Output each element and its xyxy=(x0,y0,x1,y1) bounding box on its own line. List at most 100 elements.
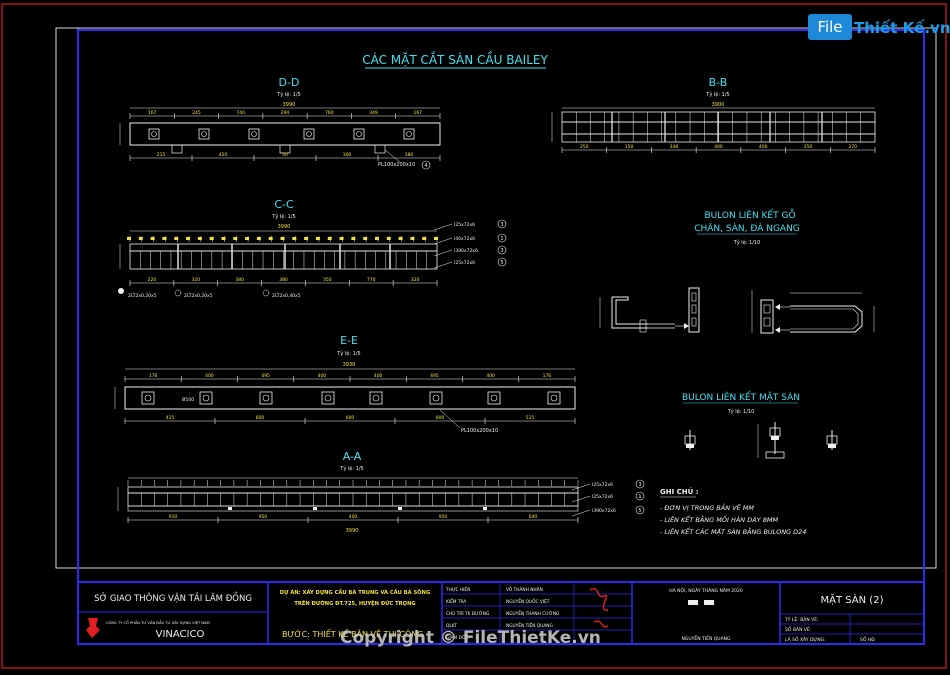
detail-bulon-san: BULON LIÊN KẾT MẶT SÀN Tỷ lệ: 1/10 xyxy=(682,391,838,459)
aa-note: I25x72x6 xyxy=(592,494,613,500)
section-aa-overall: 3990 xyxy=(346,528,359,534)
cc-top-mark xyxy=(292,237,297,240)
title-block-agency: SỞ GIAO THÔNG VẬN TẢI LÂM ĐỒNG xyxy=(94,591,252,604)
aa-bolt-mark xyxy=(398,507,402,510)
cc-top-mark xyxy=(422,237,427,240)
cc-top-mark xyxy=(150,237,155,240)
dd-plate xyxy=(198,128,210,140)
title-block-company-short: VINACICO xyxy=(156,629,205,640)
dd-plate xyxy=(303,128,315,140)
bulon-san-scale: Tỷ lệ: 1/10 xyxy=(727,408,755,415)
ee-top-dim-label: 400 xyxy=(205,373,214,379)
ee-bolt xyxy=(432,394,440,402)
aa-bot-dim-label: 950 xyxy=(439,514,448,520)
title-block-code-label: LÀ SỐ XÂY DỰNG: xyxy=(785,635,826,643)
dd-bot-dim-label: 215 xyxy=(157,152,166,158)
bb-bot-dim-label: 350 xyxy=(804,144,813,150)
aa-callout-circle xyxy=(635,479,645,489)
ee-top-dim-label: 400 xyxy=(374,373,383,379)
cc-leader xyxy=(433,261,453,269)
section-bb-scale: Tỷ lệ: 1/5 xyxy=(705,91,729,98)
ee-top-dim-label: 495 xyxy=(261,373,270,379)
cc-top-mark xyxy=(398,237,403,240)
cc-bot-dim-label: 770 xyxy=(367,277,376,283)
dd-top-dim-label: 294 xyxy=(281,110,290,116)
ee-bolt xyxy=(144,394,152,402)
title-block-role: THỰC HIỆN xyxy=(445,585,470,593)
aa-leader xyxy=(571,483,591,491)
cc-top-mark xyxy=(410,237,415,240)
sheet-frame xyxy=(55,27,937,569)
logo-file-badge: File xyxy=(808,14,852,40)
section-cc-label-3: 2LT2x0,40x5 xyxy=(272,293,301,299)
dd-bolt xyxy=(151,131,157,137)
cc-top-mark xyxy=(186,237,191,240)
ee-plate xyxy=(321,391,335,405)
dd-top-dim-label: 167 xyxy=(148,110,157,116)
cc-leader xyxy=(433,249,453,257)
title-block-date: HÀ NỘI, NGÀY THÁNG NĂM 2020 xyxy=(669,587,743,594)
cc-leader xyxy=(433,223,453,231)
bulon-go-title-2: CHÂN, SÀN, ĐÀ NGANG xyxy=(694,222,800,234)
title-block-project-2: TRÊN ĐƯỜNG ĐT.725, HUYỆN ĐỨC TRỌNG xyxy=(294,599,415,607)
aa-bot-dim-label: 950 xyxy=(259,514,268,520)
ee-bolt xyxy=(372,394,380,402)
dd-bolt xyxy=(201,131,207,137)
cc-bot-dim-label: 220 xyxy=(148,277,157,283)
ee-bot-dim-label: 515 xyxy=(526,415,535,421)
aa-callout-circle xyxy=(635,505,645,515)
notes-item-2: - LIÊN KẾT BẰNG MỐI HÀN DÀY 8MM xyxy=(660,514,778,524)
signature-marks xyxy=(589,588,609,628)
bulon-san-nut xyxy=(771,436,779,440)
section-ee-overall: 3930 xyxy=(343,362,356,368)
drawing-frame xyxy=(77,29,925,645)
cc-bot-dim-label: 320 xyxy=(191,277,200,283)
bb-bot-dim-label: 270 xyxy=(848,144,857,150)
drawing-title: CÁC MẶT CẮT SÀN CẦU BAILEY xyxy=(362,51,548,67)
aa-bot-dim-label: 640 xyxy=(529,514,538,520)
cc-top-mark xyxy=(256,237,261,240)
dd-top-dim-label: 740 xyxy=(236,110,245,116)
ee-bolt xyxy=(324,394,332,402)
title-block-stage: BƯỚC: THIẾT KẾ BẢN VẼ THI CÔNG xyxy=(282,628,424,639)
section-cc-scale: Tỷ lệ: 1/5 xyxy=(271,213,295,220)
aa-callout: 1 xyxy=(638,494,641,500)
dd-bot-dim-label: 300 xyxy=(343,152,352,158)
cc-note: I390x72x6 xyxy=(454,248,478,254)
bb-bot-dim-label: 400 xyxy=(714,144,723,150)
dd-bolt xyxy=(356,131,362,137)
cc-top-mark xyxy=(434,237,438,240)
dd-plate xyxy=(148,128,160,140)
ee-bot-dim-label: 600 xyxy=(346,415,355,421)
section-cc-label-2: 2LT2x0,20x5 xyxy=(184,293,213,299)
cc-top-mark xyxy=(327,237,332,240)
cc-callout-circle xyxy=(497,257,507,267)
aa-note: I390x72x6 xyxy=(592,508,616,514)
dd-bolt xyxy=(251,131,257,137)
ee-top-dim-label: 495 xyxy=(430,373,439,379)
section-dd-callout: 4 xyxy=(424,163,427,169)
detail-bulon-go: BULON LIÊN KẾT GỖ CHÂN, SÀN, ĐÀ NGANG Tỷ… xyxy=(599,208,875,334)
section-dd-overall: 3990 xyxy=(283,102,296,108)
title-block-code-value: SỐ HĐ xyxy=(860,635,875,643)
cc-top-mark xyxy=(315,237,320,240)
notes-item-1: - ĐƠN VỊ TRONG BẢN VẼ MM xyxy=(660,503,754,512)
cc-bot-dim-label: 380 xyxy=(235,277,244,283)
aa-bolt-mark xyxy=(228,507,232,510)
ee-bot-dim-label: 800 xyxy=(436,415,445,421)
logo-site-name: Thiết Kế.vn xyxy=(854,19,950,37)
dd-bot-dim-label: 380 xyxy=(405,152,414,158)
section-cc-overall: 3990 xyxy=(278,224,291,230)
ee-plate xyxy=(547,391,561,405)
notes-item-3: - LIÊN KẾT CÁC MẶT SÀN BẰNG BULONG D24 xyxy=(660,526,806,536)
aa-callout: 3 xyxy=(638,482,641,488)
section-aa-name: A-A xyxy=(343,450,362,463)
cc-bot-dim-label: 320 xyxy=(411,277,420,283)
ee-top-dim-label: 176 xyxy=(149,373,158,379)
dd-top-dim-label: 167 xyxy=(414,110,423,116)
cc-callout: 5 xyxy=(500,260,503,266)
cc-top-mark xyxy=(138,237,143,240)
